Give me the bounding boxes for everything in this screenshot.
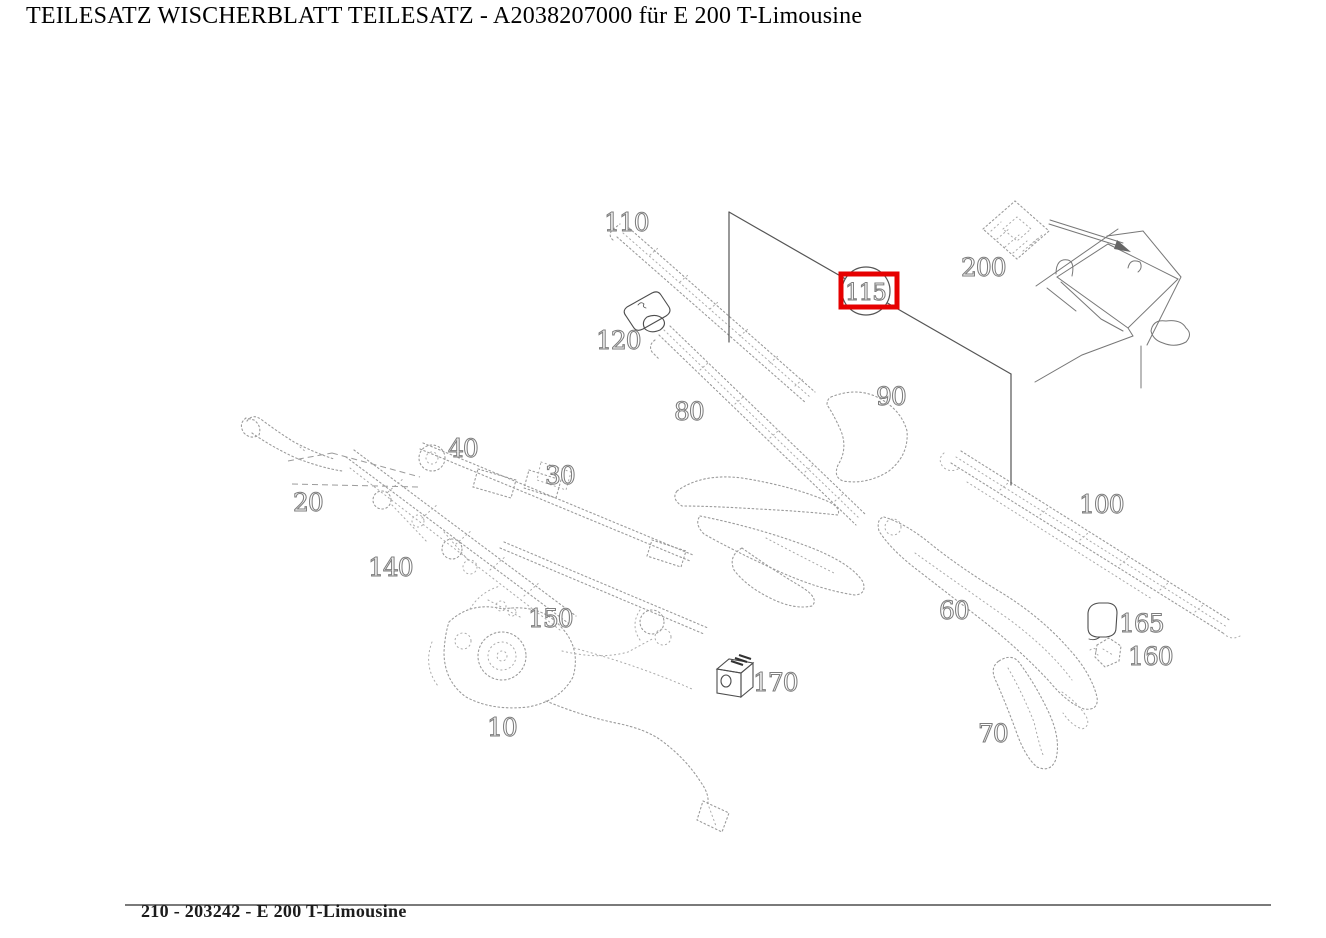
part-drawing-nut-160 — [1089, 637, 1122, 668]
callout-165[interactable]: 165 — [1118, 608, 1165, 638]
part-drawing-arm-60 — [877, 516, 1098, 730]
callout-70[interactable]: 70 — [977, 718, 1009, 748]
part-drawing-wiper-blade-80 — [649, 325, 866, 526]
part-drawing-cap-165 — [1087, 602, 1118, 641]
callout-150[interactable]: 150 — [527, 603, 574, 633]
footer-caption: 210 - 203242 - E 200 T-Limousine — [141, 901, 407, 921]
callout-170[interactable]: 170 — [752, 667, 799, 697]
part-drawing-arm-70 — [992, 656, 1058, 770]
callout-10[interactable]: 10 — [486, 712, 518, 742]
callout-140[interactable]: 140 — [367, 552, 414, 582]
part-drawing-clip-120 — [623, 291, 671, 333]
callout-110[interactable]: 110 — [603, 207, 650, 237]
part-drawing-fastener-150 — [487, 599, 523, 619]
part-drawing-bracket-170 — [715, 654, 755, 699]
part-drawing-wiper-blade-110 — [609, 223, 816, 404]
part-drawing-linkage-rods — [418, 442, 709, 646]
part-drawing-motor-10 — [428, 585, 693, 709]
callout-90[interactable]: 90 — [875, 381, 907, 411]
callout-labels: 110 120 80 90 200 20 40 30 140 150 10 17… — [292, 207, 1174, 748]
part-drawing-wiper-blade-100 — [939, 450, 1241, 639]
location-arrow — [1048, 219, 1131, 252]
part-drawing-nozzle-20 — [240, 416, 421, 488]
part-drawing-frame-140 — [345, 449, 577, 631]
callout-120[interactable]: 120 — [595, 325, 642, 355]
part-drawing-moulding-200 — [982, 200, 1050, 260]
callout-115[interactable]: 115 — [844, 279, 887, 306]
windscreen-glass-outline — [728, 211, 1012, 486]
callout-60[interactable]: 60 — [938, 595, 970, 625]
car-locator-illustration — [1034, 219, 1190, 389]
callout-160[interactable]: 160 — [1127, 641, 1174, 671]
callout-200[interactable]: 200 — [960, 252, 1007, 282]
callout-30[interactable]: 30 — [544, 460, 576, 490]
callout-80[interactable]: 80 — [673, 396, 705, 426]
page-title: TEILESATZ WISCHERBLATT TEILESATZ - A2038… — [26, 3, 863, 29]
highlight-box-115[interactable] — [838, 271, 900, 310]
part-drawing-spoiler-90-and-arm — [674, 391, 908, 608]
callout-40[interactable]: 40 — [447, 433, 479, 463]
footer-divider — [125, 904, 1271, 906]
callout-20[interactable]: 20 — [292, 487, 324, 517]
part-drawing-cable — [545, 700, 730, 833]
callout-100[interactable]: 100 — [1078, 489, 1125, 519]
